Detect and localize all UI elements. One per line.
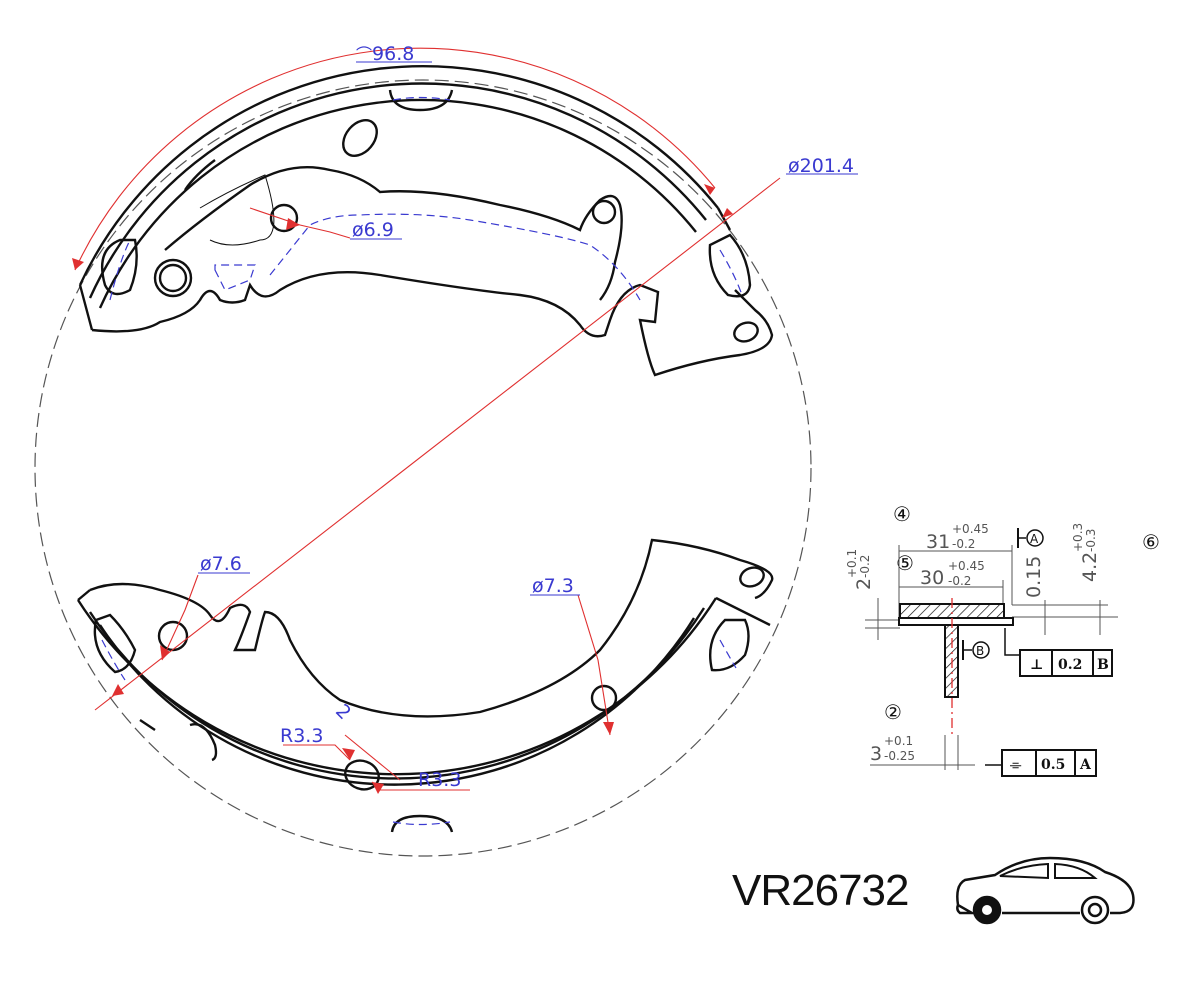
perpendicularity-frame: ⊥ 0.2 B [1004,628,1113,677]
arc-dimension-line [74,47,716,271]
marker-6: ⑥ [1142,530,1160,554]
svg-text:0.15: 0.15 [1023,556,1045,598]
web-width-nominal: 30 [920,567,944,589]
dimension-arrows [72,184,733,794]
hole-left-label: ø7.6 [200,553,242,575]
web-thickness-lower: -0.25 [884,749,915,763]
lining-width-upper: +0.45 [952,522,989,536]
svg-text:⊥: ⊥ [1030,657,1043,673]
svg-text:B: B [976,644,984,658]
svg-text:A: A [1030,532,1039,546]
gap-dimension: 0.15 [1023,556,1045,598]
hole-top-label: ø6.9 [352,219,394,241]
svg-text:-0.2: -0.2 [858,555,872,578]
hole-right-label: ø7.3 [532,575,574,597]
svg-text:-0.3: -0.3 [1084,529,1098,552]
marker-2: ② [884,700,902,724]
section-view: ④ ⑥ ⑤ ② 31 +0.45 -0.2 30 +0.45 -0.2 2 +0… [845,502,1160,777]
radius-left-label: R3.3 [280,725,323,747]
reference-circle [34,79,812,857]
web-width-upper: +0.45 [948,559,985,573]
web-thickness-nominal: 3 [870,743,882,765]
datum-a: A [1017,528,1044,548]
radius-left-leader [283,744,351,761]
svg-text:B: B [1097,657,1109,673]
web-thickness-upper: +0.1 [884,734,913,748]
svg-text:+0.1: +0.1 [845,549,859,578]
lining-width-nominal: 31 [926,531,950,553]
svg-text:+0.3: +0.3 [1071,523,1085,552]
hole-right-leader [577,594,611,736]
diameter-dimension-line [94,177,781,711]
part-number: VR26732 [732,866,909,915]
svg-text:⌯: ⌯ [1010,757,1022,773]
marker-4: ④ [893,502,911,526]
dimension-leaders [74,47,781,791]
marker-5: ⑤ [896,551,914,575]
datum-b: B [962,640,990,660]
svg-text:0.5: 0.5 [1041,757,1065,773]
upper-hidden-lines [109,96,743,301]
outer-diameter-label: ø201.4 [788,155,854,177]
lining-thickness-dimension: 4.2 +0.3 -0.3 [1071,523,1101,582]
rim-thickness-dimension: 2 +0.1 -0.2 [845,549,875,590]
svg-text:A: A [1079,757,1092,773]
lining-width-lower: -0.2 [952,537,975,551]
symmetry-frame: ⌯ 0.5 A [985,749,1097,777]
web-width-lower: -0.2 [948,574,971,588]
lower-hidden-lines [101,639,737,826]
slot-width-label: 2 [331,700,355,724]
rim-section [898,617,1014,626]
car-icon [956,856,1135,925]
arc-length-label: ⌒96.8 [356,43,414,65]
slot-leader [344,734,401,781]
svg-text:0.2: 0.2 [1058,657,1082,673]
radius-right-label: R3.3 [418,769,461,791]
upper-brake-shoe [78,64,774,377]
svg-text:2: 2 [853,578,875,590]
hole-left-leader [161,574,199,661]
svg-text:4.2: 4.2 [1079,552,1101,582]
